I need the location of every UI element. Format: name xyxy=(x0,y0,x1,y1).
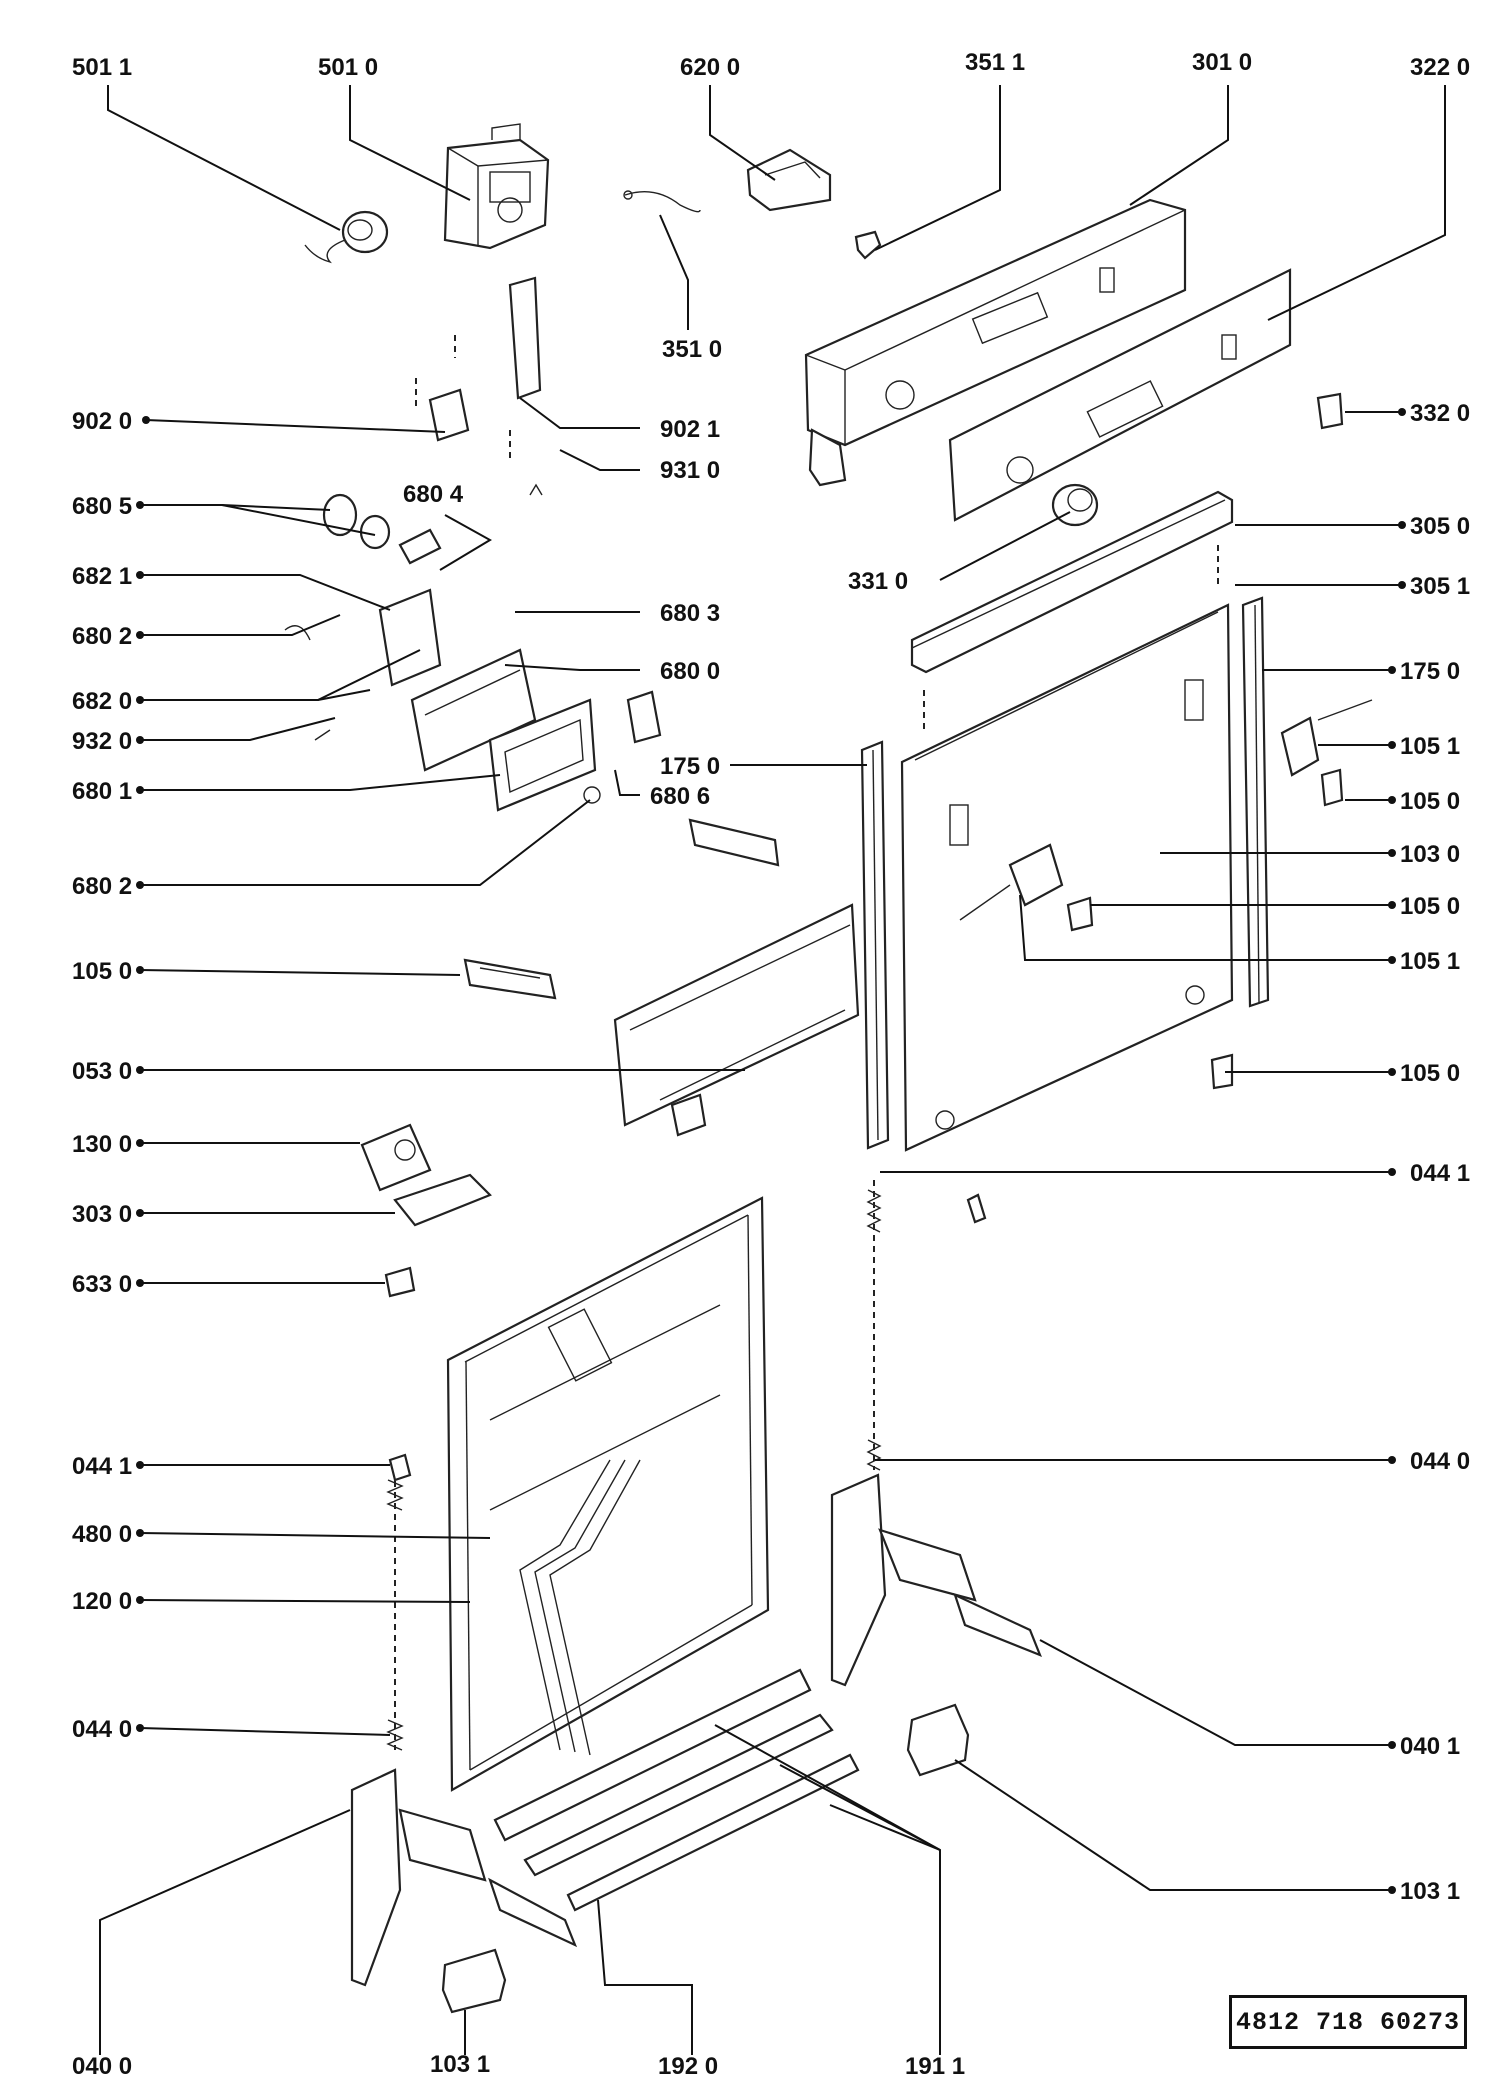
part-480-0-harness xyxy=(519,1459,641,1756)
leader-lines xyxy=(99,85,1446,2055)
part-680-6-latch xyxy=(626,690,780,867)
callout-501-1: 501 1 xyxy=(72,54,132,81)
part-040-1-right-hinge xyxy=(830,1473,1042,1687)
catalog-number: 4812 718 60273 xyxy=(1235,2007,1461,2037)
callout-680-2-upper: 680 2 xyxy=(72,623,132,650)
callout-040-1: 040 1 xyxy=(1400,1733,1460,1760)
callout-044-0-right: 044 0 xyxy=(1410,1448,1470,1475)
callout-332-0: 332 0 xyxy=(1410,400,1470,427)
callout-331-0: 331 0 xyxy=(848,568,908,595)
part-322-0-fascia xyxy=(948,268,1292,522)
part-191-1-bottom-trim xyxy=(493,1668,860,1912)
part-105-0-left-bracket xyxy=(463,958,557,1000)
callout-105-0-lower: 105 0 xyxy=(1400,1060,1460,1087)
callout-633-0: 633 0 xyxy=(72,1271,132,1298)
callout-192-0: 192 0 xyxy=(658,2053,718,2080)
callout-680-5: 680 5 xyxy=(72,493,132,520)
callout-120-0: 120 0 xyxy=(72,1588,132,1615)
part-040-0-left-hinge xyxy=(350,1768,578,1987)
callout-044-1-left: 044 1 xyxy=(72,1453,132,1480)
part-351-1-screw xyxy=(854,230,882,260)
callout-191-1: 191 1 xyxy=(905,2053,965,2080)
callout-040-0: 040 0 xyxy=(72,2053,132,2080)
part-351-0-wire xyxy=(623,190,701,213)
part-103-1-cover-bottom xyxy=(441,1948,507,2014)
part-105-0-clip-door xyxy=(1066,896,1094,932)
catalog-number-box: 4812 718 60273 xyxy=(1229,1995,1467,2049)
part-301-0-control-panel xyxy=(804,198,1187,487)
part-105-1-bracket-door xyxy=(959,843,1064,921)
part-105-0-clip-upper xyxy=(1320,768,1344,807)
callout-105-0-left: 105 0 xyxy=(72,958,132,985)
callout-103-0: 103 0 xyxy=(1400,841,1460,868)
part-175-0-middle-rail xyxy=(860,740,890,1150)
callout-680-0: 680 0 xyxy=(660,658,720,685)
part-105-0-clip-lower xyxy=(1210,1053,1234,1090)
callout-351-1: 351 1 xyxy=(965,49,1025,76)
callout-305-1: 305 1 xyxy=(1410,573,1470,600)
callout-103-1-right: 103 1 xyxy=(1400,1878,1460,1905)
part-044-springs-left xyxy=(386,1453,412,1751)
callout-680-4: 680 4 xyxy=(403,481,464,508)
callout-103-1-bottom: 103 1 xyxy=(430,2051,490,2078)
callout-305-0: 305 0 xyxy=(1410,513,1470,540)
callout-044-1-right: 044 1 xyxy=(1410,1160,1470,1187)
part-130-0-latch xyxy=(360,1123,432,1192)
callout-175-0-right: 175 0 xyxy=(1400,658,1460,685)
part-103-1-cover-right xyxy=(906,1703,970,1777)
part-332-0-clip xyxy=(1316,392,1344,430)
callout-175-0-middle: 175 0 xyxy=(660,753,720,780)
part-620-0-bracket xyxy=(746,148,832,212)
callout-303-0: 303 0 xyxy=(72,1201,132,1228)
callout-680-3: 680 3 xyxy=(660,600,720,627)
part-680-0-dispenser-assembly xyxy=(284,493,601,812)
callout-931-0: 931 0 xyxy=(660,457,720,484)
part-633-0-clip xyxy=(384,1266,416,1298)
leader-dots xyxy=(136,408,1406,1894)
callout-105-0-upper: 105 0 xyxy=(1400,788,1460,815)
callout-053-0: 053 0 xyxy=(72,1058,132,1085)
part-501-1-knob xyxy=(304,210,389,264)
callout-351-0: 351 0 xyxy=(662,336,722,363)
callout-680-1: 680 1 xyxy=(72,778,132,805)
part-drawings xyxy=(284,123,1373,2014)
callout-680-6: 680 6 xyxy=(650,783,710,810)
part-053-0-inner-panel xyxy=(613,903,860,1137)
callout-682-0: 682 0 xyxy=(72,688,132,715)
part-175-0-right-rail xyxy=(1241,596,1270,1008)
callout-105-1-upper: 105 1 xyxy=(1400,733,1460,760)
callout-902-1: 902 1 xyxy=(660,416,720,443)
callout-130-0: 130 0 xyxy=(72,1131,132,1158)
part-501-0-timer xyxy=(443,123,550,250)
callout-932-0: 932 0 xyxy=(72,728,132,755)
callout-620-0: 620 0 xyxy=(680,54,740,81)
callout-105-1-door: 105 1 xyxy=(1400,948,1460,975)
callout-044-0-left: 044 0 xyxy=(72,1716,132,1743)
part-103-0-door-panel xyxy=(900,603,1234,1152)
part-044-springs-right xyxy=(866,1180,987,1471)
callout-680-2-lower: 680 2 xyxy=(72,873,132,900)
callout-105-0-door: 105 0 xyxy=(1400,893,1460,920)
callout-480-0: 480 0 xyxy=(72,1521,132,1548)
part-305-0-trim-strip xyxy=(910,490,1234,674)
callout-501-0: 501 0 xyxy=(318,54,378,81)
callout-682-1: 682 1 xyxy=(72,563,132,590)
part-105-1-bracket-upper xyxy=(1280,699,1373,777)
part-331-0-knob xyxy=(1051,483,1099,527)
callout-301-0: 301 0 xyxy=(1192,49,1252,76)
callout-902-0: 902 0 xyxy=(72,408,132,435)
callout-labels: 501 1 501 0 620 0 351 1 301 0 322 0 351 … xyxy=(72,49,1470,2080)
part-305-1-screw xyxy=(923,545,1219,730)
part-902-springs xyxy=(415,276,543,496)
part-120-0-inner-door xyxy=(446,1196,770,1792)
callout-322-0: 322 0 xyxy=(1410,54,1470,81)
part-303-0-handle xyxy=(393,1173,492,1227)
